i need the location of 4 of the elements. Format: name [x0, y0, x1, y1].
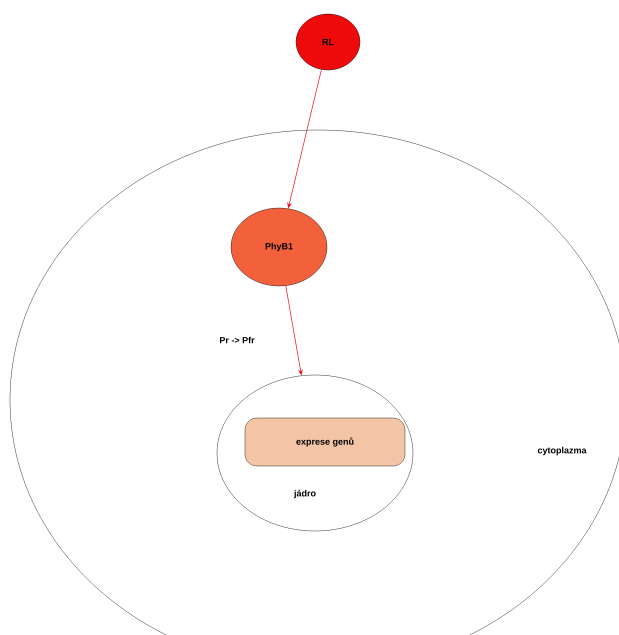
process-box: exprese genů: [244, 418, 406, 466]
edge-label: Pr -> Pfr: [218, 336, 256, 344]
region-label: cytoplazma: [538, 446, 587, 456]
region-label: jádro: [294, 490, 316, 498]
